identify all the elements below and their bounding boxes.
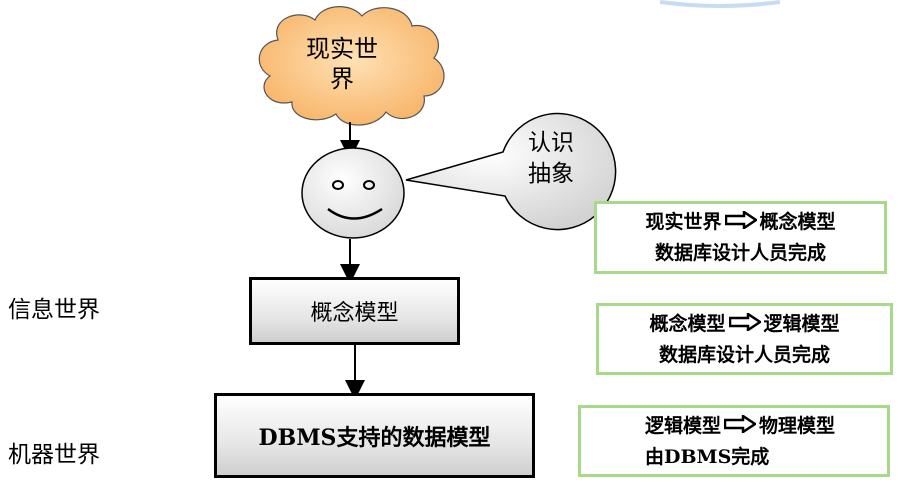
info-world-label: 信息世界 [8, 297, 100, 323]
cloud-line-2: 界 [330, 65, 354, 93]
bubble-line-2: 抽象 [528, 161, 574, 187]
bubble-line-1: 认识 [528, 130, 574, 156]
face-smile [327, 207, 383, 220]
note2-from: 概念模型 [649, 312, 726, 335]
note-concept-to-logical: 概念模型 逻辑模型 数据库设计人员完成 [596, 303, 893, 375]
hollow-arrow-icon [724, 208, 758, 238]
cloud-line-1: 现实世 [306, 35, 378, 63]
note1-to: 概念模型 [759, 211, 836, 233]
thought-bubble-shape [405, 112, 617, 231]
note1-line2: 数据库设计人员完成 [654, 242, 826, 264]
reality-cloud-shape [258, 6, 445, 126]
note3-to: 物理模型 [759, 414, 836, 437]
note3-line2: 由DBMS完成 [645, 445, 770, 468]
machine-world-label: 机器世界 [8, 442, 100, 468]
note-logical-to-physical: 逻辑模型 物理模型 由DBMS完成 [578, 405, 890, 477]
hollow-arrow-icon [723, 412, 758, 442]
top-accent-line [659, 0, 781, 8]
hollow-arrow-icon [728, 310, 762, 340]
note2-line2: 数据库设计人员完成 [658, 343, 830, 366]
face-left-eye [332, 180, 344, 190]
face-right-eye [363, 180, 375, 190]
thought-bubble-label: 认识 抽象 [509, 128, 593, 190]
concept-model-box: 概念模型 [249, 277, 460, 345]
note3-from: 逻辑模型 [645, 414, 722, 437]
reality-cloud-label: 现实世 界 [282, 34, 402, 94]
note1-from: 现实世界 [645, 211, 722, 233]
dbms-model-label: DBMS支持的数据模型 [258, 424, 491, 451]
note2-to: 逻辑模型 [763, 312, 840, 335]
concept-model-label: 概念模型 [310, 301, 399, 326]
dbms-model-box: DBMS支持的数据模型 [214, 393, 535, 478]
note-real-to-concept: 现实世界 概念模型 数据库设计人员完成 [594, 201, 887, 274]
smiley-face [301, 147, 405, 239]
